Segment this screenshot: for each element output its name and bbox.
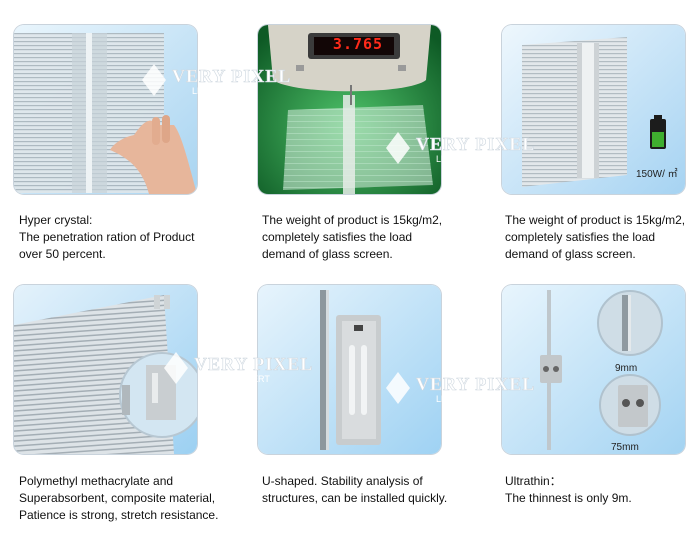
power-label: 150W/ ㎡ xyxy=(636,169,678,180)
caption-line: structures, can be installed quickly. xyxy=(262,491,448,505)
caption-line: The weight of product is 15kg/m2, xyxy=(505,213,686,227)
caption-line: demand of glass screen. xyxy=(505,247,636,261)
svg-text:LED EXPERT: LED EXPERT xyxy=(436,394,492,404)
photo-material xyxy=(14,285,197,454)
caption-line: Superabsorbent, composite material, xyxy=(19,491,216,505)
caption-line: The weight of product is 15kg/m2, xyxy=(262,213,443,227)
caption-line: Patience is strong, stretch resistance. xyxy=(19,508,219,522)
led-readout: 3.765 xyxy=(332,35,384,53)
caption-u-shaped: U-shaped. Stability analysis of structur… xyxy=(262,473,447,507)
caption-line: Hyper crystal: xyxy=(19,213,93,227)
caption-line: U-shaped. Stability analysis of xyxy=(262,474,423,488)
svg-text:LED EXPERT: LED EXPERT xyxy=(192,86,248,96)
caption-line: over 50 percent. xyxy=(19,247,106,261)
photo-u-shaped xyxy=(258,285,441,454)
width-label-75mm: 75mm xyxy=(611,442,639,453)
caption-weight-1: The weight of product is 15kg/m2, comple… xyxy=(262,212,442,263)
caption-line: Ultrathin： xyxy=(505,474,562,488)
caption-line: The penetration ration of Product xyxy=(19,230,195,244)
caption-material: Polymethyl methacrylate and Superabsorbe… xyxy=(19,473,218,524)
caption-hyper-crystal: Hyper crystal: The penetration ration of… xyxy=(19,212,194,263)
photo-ultrathin: 9mm 75mm xyxy=(502,285,685,454)
caption-line: The thinnest is only 9m. xyxy=(505,491,632,505)
caption-line: completely satisfies the load xyxy=(262,230,413,244)
svg-text:LED EXPERT: LED EXPERT xyxy=(436,154,492,164)
photo-hyper-crystal xyxy=(14,25,197,194)
photo-weight-scale: 3.765 xyxy=(258,25,441,194)
caption-line: demand of glass screen. xyxy=(262,247,393,261)
caption-weight-2: The weight of product is 15kg/m2, comple… xyxy=(505,212,685,263)
caption-line: completely satisfies the load xyxy=(505,230,656,244)
caption-line: Polymethyl methacrylate and xyxy=(19,474,174,488)
thickness-label-9mm: 9mm xyxy=(615,363,638,374)
photo-power: 150W/ ㎡ xyxy=(502,25,685,194)
caption-ultrathin: Ultrathin： The thinnest is only 9m. xyxy=(505,473,632,507)
